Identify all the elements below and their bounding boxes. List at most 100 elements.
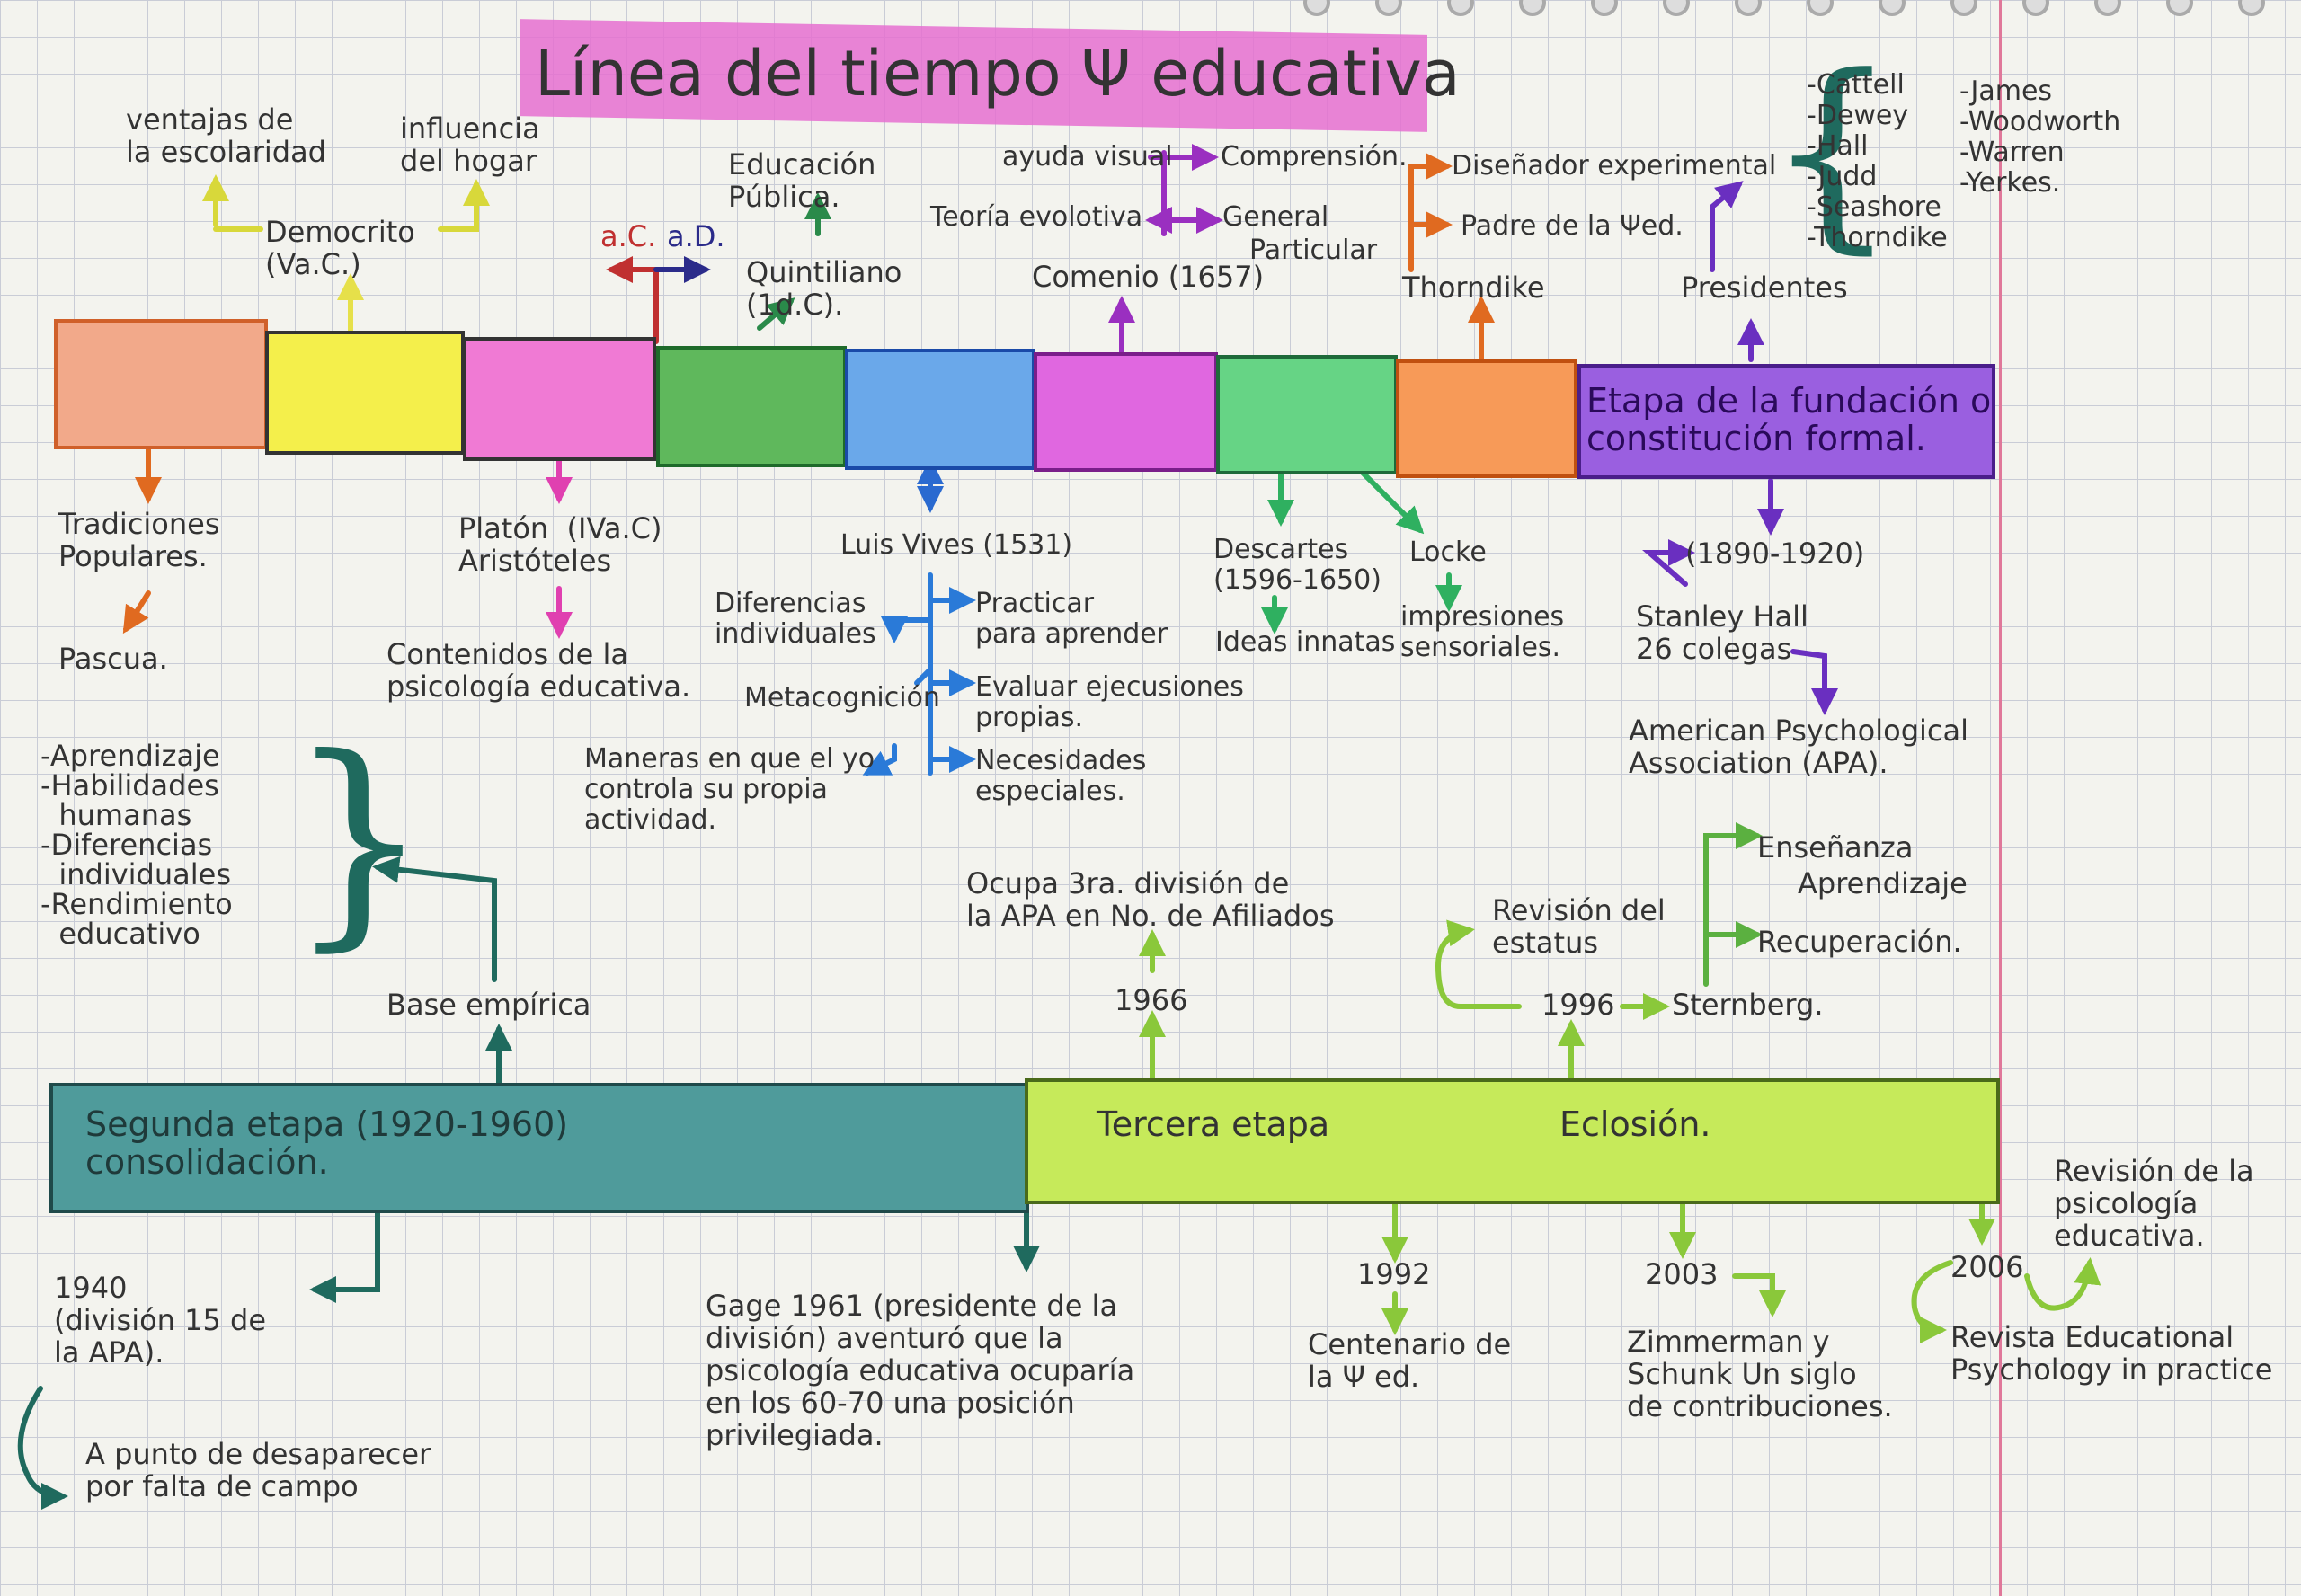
- note-stanley: Stanley Hall 26 colegas: [1636, 599, 1808, 666]
- note-contenidos: Contenidos de la psicología educativa.: [386, 637, 691, 704]
- president-item: -Warren: [1959, 137, 2065, 168]
- note-ayuda-visual: ayuda visual: [1002, 141, 1173, 173]
- note-base-empirica: Base empírica: [386, 988, 591, 1022]
- note-necesidades: Necesidades especiales.: [975, 745, 1147, 807]
- spiral-ring: [2022, 0, 2049, 16]
- spiral-ring: [2094, 0, 2121, 16]
- brace-icon: {: [288, 709, 431, 971]
- president-item: -Hall: [1807, 130, 1869, 162]
- note-comprension: Comprensión.: [1221, 141, 1408, 173]
- note-maneras: Maneras en que el yo controla su propia …: [584, 743, 875, 836]
- note-ideas: Ideas innatas: [1215, 626, 1396, 658]
- arrow-right-icon: [1408, 153, 1453, 272]
- arrow-curved-icon: [17, 1386, 68, 1510]
- note-ensenanza: Enseñanza: [1757, 830, 1914, 864]
- president-item: -Seashore: [1807, 191, 1941, 223]
- line-icon: [914, 667, 933, 686]
- note-1890: (1890-1920): [1685, 536, 1865, 571]
- note-luis-vives: Luis Vives (1531): [840, 529, 1073, 561]
- arrow-right-icon: [1703, 822, 1763, 987]
- spiral-ring: [1879, 0, 1906, 16]
- note-influencia: influencia del hogar: [400, 111, 540, 178]
- note-ac: a.C.: [600, 219, 657, 253]
- band-segunda-etapa: [49, 1083, 1029, 1213]
- arrow-down-icon: [1732, 1273, 1786, 1317]
- arrow-down-icon: [1790, 649, 1838, 715]
- spiral-ring: [1519, 0, 1546, 16]
- president-item: -Yerkes.: [1959, 167, 2061, 199]
- timeline-segment-purple: [1577, 364, 1995, 479]
- arrow-icon: [122, 590, 151, 634]
- arrow-up-icon: [438, 179, 490, 232]
- arrow-down-icon: [881, 616, 933, 643]
- note-ocupa: Ocupa 3ra. división de la APA en No. de …: [966, 866, 1335, 933]
- note-aprendizaje: Aprendizaje: [1798, 866, 1968, 900]
- brace-icon: {: [1766, 32, 1898, 272]
- timeline-segment-magenta: [1034, 352, 1218, 472]
- president-item: -Cattell: [1807, 69, 1905, 101]
- arrow-left-icon: [606, 256, 659, 344]
- spiral-ring: [1447, 0, 1474, 16]
- president-item: -Judd: [1807, 161, 1878, 192]
- presidents-list-left: -Cattell -Dewey -Hall -Judd -Seashore -T…: [1807, 70, 1948, 253]
- note-locke: Locke: [1409, 536, 1487, 568]
- note-centenario: Centenario de la Ψ ed.: [1308, 1327, 1512, 1394]
- timeline-segment-orange: [54, 319, 268, 449]
- arrow-icon: [1642, 539, 1695, 587]
- spiral-ring: [1663, 0, 1690, 16]
- note-2003: 2003: [1645, 1257, 1719, 1291]
- note-presidentes: Presidentes: [1681, 270, 1848, 305]
- timeline-segment-blue: [845, 349, 1035, 470]
- band-tercera-etapa: [1025, 1078, 2000, 1204]
- note-quintiliano: Quintiliano (1d.C).: [746, 255, 902, 322]
- president-item: -James: [1959, 75, 2053, 107]
- note-evaluar: Evaluar ejecusiones propias.: [975, 671, 1244, 733]
- note-democrito: Democrito (Va.C.): [265, 215, 415, 281]
- note-apa: American Psychological Association (APA)…: [1629, 714, 1969, 780]
- note-disenador: Diseñador experimental: [1452, 150, 1777, 182]
- timeline-segment-yellow: [265, 331, 465, 455]
- note-revision-psicologia: Revisión de la psicología educativa.: [2054, 1154, 2254, 1253]
- spiral-ring: [2238, 0, 2265, 16]
- note-impresiones: impresiones sensoriales.: [1400, 601, 1565, 663]
- note-sternberg: Sternberg.: [1672, 988, 1824, 1022]
- note-revision-estatus: Revisión del estatus: [1492, 893, 1666, 960]
- eclosion-label: Eclosión.: [1559, 1104, 1711, 1144]
- fundacion-label: Etapa de la fundación o constitución for…: [1586, 381, 1992, 458]
- president-item: -Dewey: [1807, 100, 1909, 131]
- note-diferencias: Diferencias individuales: [715, 588, 876, 650]
- note-ventajas: ventajas de la escolaridad: [126, 102, 326, 169]
- spiral-ring: [1591, 0, 1618, 16]
- arrow-icon: [862, 743, 897, 776]
- timeline-segment-green: [656, 346, 847, 467]
- note-general: General: [1222, 201, 1329, 233]
- arrow-left-icon: [309, 1206, 380, 1303]
- arrow-left-icon: [372, 856, 497, 982]
- note-gage: Gage 1961 (presidente de la división) av…: [706, 1289, 1135, 1452]
- note-1992: 1992: [1357, 1257, 1431, 1291]
- note-topics-list: -Aprendizaje -Habilidades humanas -Difer…: [40, 739, 233, 951]
- arrow-icon: [1710, 181, 1744, 272]
- timeline-segment-orange2: [1396, 359, 1577, 478]
- spiral-ring: [2166, 0, 2193, 16]
- note-ad: a.D.: [667, 219, 725, 253]
- arrow-curved-icon: [2024, 1257, 2101, 1311]
- page-title: Línea del tiempo Ψ educativa: [535, 37, 1461, 111]
- note-1996: 1996: [1541, 988, 1615, 1022]
- timeline-segment-pink: [463, 337, 656, 461]
- president-item: -Woodworth: [1959, 106, 2121, 137]
- note-metacognicion: Metacognición: [744, 682, 940, 714]
- note-pascua: Pascua.: [58, 642, 168, 676]
- note-teoria-evolutiva: Teoría evolotiva: [930, 201, 1143, 233]
- spiral-ring: [1735, 0, 1762, 16]
- spiral-ring: [1375, 0, 1402, 16]
- arrow-curved-icon: [1911, 1260, 1953, 1343]
- note-particular: Particular: [1249, 235, 1378, 266]
- note-zimmerman: Zimmerman y Schunk Un siglo de contribuc…: [1627, 1325, 1893, 1423]
- spiral-ring: [1807, 0, 1834, 16]
- spiral-ring: [1303, 0, 1330, 16]
- note-comenio: Comenio (1657): [1032, 260, 1265, 294]
- note-desaparecer: A punto de desaparecer por falta de camp…: [85, 1437, 431, 1503]
